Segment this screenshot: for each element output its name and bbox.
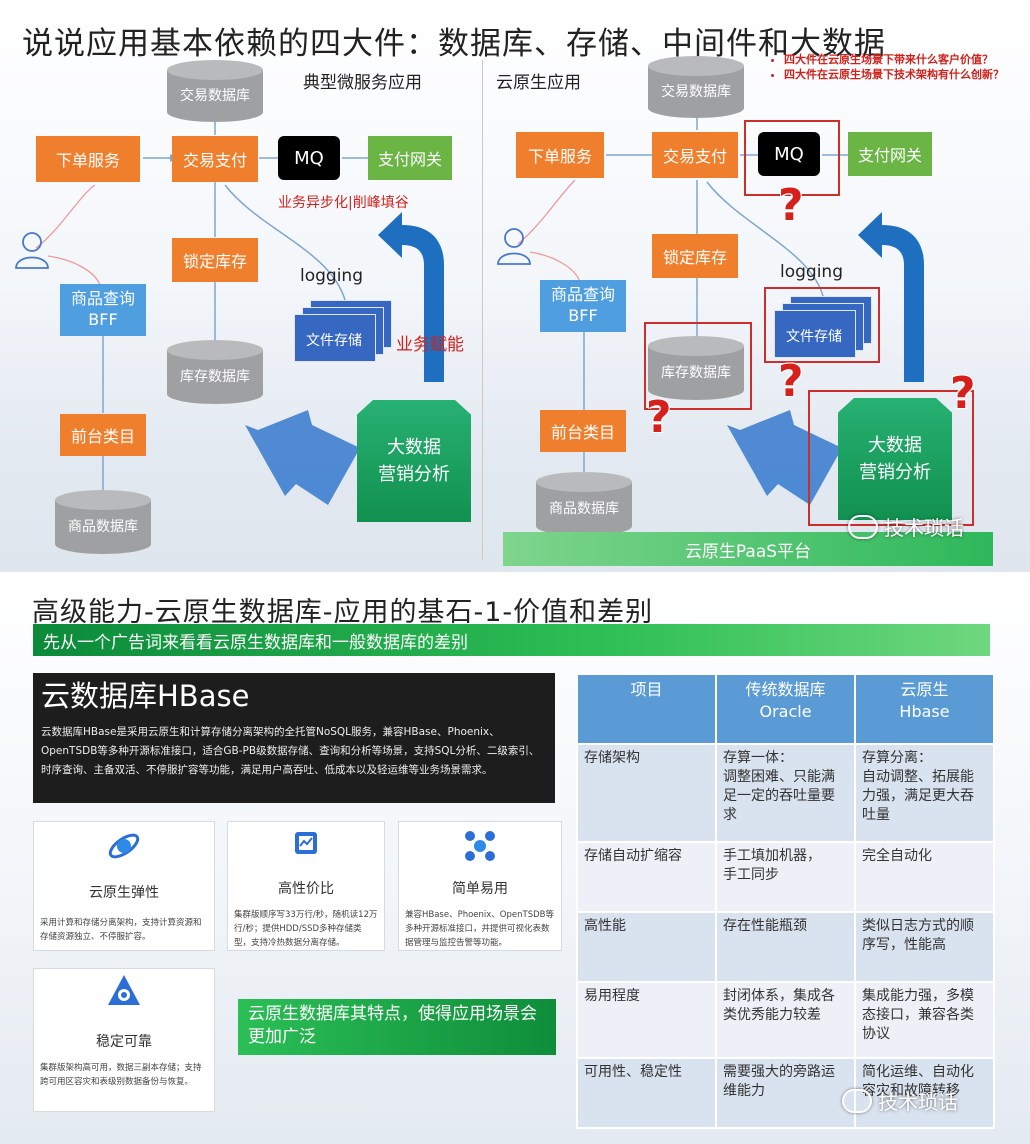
watermark: 技术琐话: [842, 1086, 958, 1115]
network-icon: [465, 831, 495, 861]
card-title: 云原生弹性: [89, 885, 159, 901]
file-storage-stack-right: 文件存储: [774, 296, 874, 358]
order-service-box-right: 下单服务: [516, 132, 604, 178]
question-list: 四大件在云原生场景下带来什么客户价值？ 四大件在云原生场景下技术架构有什么创新？: [770, 52, 1004, 82]
file-storage-highlight: [764, 287, 880, 363]
product-db: 商品数据库: [55, 490, 151, 554]
table-row: 易用程度 封闭体系，集成各类优秀能力较差 集成能力强，多模态接口，兼容各类协议: [576, 981, 995, 1059]
card-desc: 兼容HBase、Phoenix、OpenTSDB等多种开源标准接口，并提供可视化…: [405, 910, 554, 948]
logging-label: logging: [300, 266, 363, 286]
async-note: 业务异步化|削峰填谷: [278, 195, 409, 211]
feature-card: 稳定可靠 集群版架构高可用，数据三副本存储；支持跨可用区容灾和表级别数据备份与恢…: [33, 968, 215, 1112]
empower-label: 业务赋能: [396, 335, 464, 355]
right-subtitle: 云原生应用: [496, 73, 581, 93]
stock-db: 库存数据库: [167, 340, 263, 404]
table-header: 传统数据库 Oracle: [715, 673, 856, 745]
feature-card: 简单易用 兼容HBase、Phoenix、OpenTSDB等多种开源标准接口，并…: [398, 821, 562, 951]
mq-highlight: [744, 120, 840, 196]
lock-stock-box-right: 锁定库存: [652, 234, 738, 278]
wechat-icon: [842, 1088, 872, 1113]
question-mark: ?: [646, 392, 672, 443]
card-title: 简单易用: [452, 881, 508, 897]
question-item: 四大件在云原生场景下带来什么客户价值？: [784, 52, 1004, 67]
table-header: 项目: [576, 673, 717, 745]
mq-box-right: MQ: [758, 132, 820, 176]
lock-stock-box: 锁定库存: [172, 238, 258, 282]
left-subtitle: 典型微服务应用: [303, 73, 422, 93]
question-mark: ?: [778, 356, 804, 407]
trade-pay-box: 交易支付: [172, 136, 258, 182]
table-row: 高性能 存在性能瓶颈 类似日志方式的顺序写，性能高: [576, 911, 995, 983]
table-row: 存储架构 存算一体： 调整困难、只能满足一定的吞吐量要求 存算分离： 自动调整、…: [576, 743, 995, 843]
comparison-table: 项目 传统数据库 Oracle 云原生 Hbase 存储架构 存算一体： 调整困…: [576, 673, 995, 1129]
flow-connectors: [15, 114, 924, 505]
bigdata-box: 大数据 营销分析: [357, 400, 471, 522]
chip-icon: [295, 832, 317, 854]
table-header: 云原生 Hbase: [854, 673, 995, 745]
pay-gateway-box-right: 支付网关: [848, 132, 932, 176]
section-title: 高级能力-云原生数据库-应用的基石-1-价值和差别: [32, 597, 654, 628]
bigdata-highlight: [808, 390, 974, 526]
up-arrow: [378, 212, 444, 382]
banner: 先从一个广告词来看看云原生数据库和一般数据库的差别: [33, 624, 990, 656]
pay-gateway-box: 支付网关: [368, 136, 452, 180]
table-row: 可用性、稳定性 需要强大的旁路运维能力 简化运维、自动化容灾和故障转移: [576, 1057, 995, 1129]
trade-db-right: 交易数据库: [648, 56, 744, 118]
panel-divider: [482, 60, 483, 560]
order-service-box: 下单服务: [36, 136, 140, 182]
card-desc: 集群版顺序写33万行/秒，随机读12万行/秒；提供HDD/SSD多种存储类型，支…: [234, 910, 378, 948]
elastic-icon: [108, 833, 140, 859]
card-desc: 集群版架构高可用，数据三副本存储；支持跨可用区容灾和表级别数据备份与恢复。: [40, 1063, 202, 1087]
question-item: 四大件在云原生场景下技术架构有什么创新？: [784, 67, 1004, 82]
page-title: 说说应用基本依赖的四大件：数据库、存储、中间件和大数据: [22, 26, 886, 62]
wechat-icon: [848, 514, 878, 539]
product-bff-box: 商品查询 BFF: [60, 284, 146, 336]
stock-db-highlight: [644, 322, 752, 410]
trade-pay-box-right: 交易支付: [652, 132, 738, 178]
front-category-box: 前台类目: [60, 414, 146, 456]
feature-card: 云原生弹性 采用计算和存储分离架构，支持计算资源和存储资源独立、不停服扩容。: [33, 821, 215, 951]
user-icon: [15, 228, 531, 269]
feature-card: 高性价比 集群版顺序写33万行/秒，随机读12万行/秒；提供HDD/SSD多种存…: [227, 821, 385, 951]
feature-note: 云原生数据库其特点，使得应用场景会更加广泛: [238, 999, 556, 1055]
trade-db: 交易数据库: [167, 60, 263, 122]
hbase-title: 云数据库HBase: [41, 679, 250, 713]
product-db-right: 商品数据库: [536, 472, 632, 536]
card-title: 高性价比: [278, 881, 334, 897]
up-arrow: [858, 212, 924, 382]
hbase-desc: 云数据库HBase是采用云原生和计算存储分离架构的全托管NoSQL服务，兼容HB…: [41, 726, 540, 776]
front-category-box-right: 前台类目: [540, 410, 626, 452]
stock-db-right: 库存数据库: [648, 336, 744, 400]
card-title: 稳定可靠: [96, 1034, 152, 1050]
blue-arrow: [727, 410, 842, 505]
question-mark: ?: [778, 180, 804, 231]
logging-label-right: logging: [780, 262, 843, 282]
table-row: 存储自动扩缩容 手工填加机器， 手工同步 完全自动化: [576, 841, 995, 913]
watermark: 技术琐话: [848, 512, 964, 541]
file-storage-stack: 文件存储: [294, 300, 394, 362]
bigdata-box-right: 大数据 营销分析: [838, 398, 952, 520]
hbase-intro: 云数据库HBase 云数据库HBase是采用云原生和计算存储分离架构的全托管No…: [33, 673, 555, 803]
shield-icon: [108, 975, 140, 1005]
product-bff-box-right: 商品查询 BFF: [540, 280, 626, 332]
card-desc: 采用计算和存储分离架构，支持计算资源和存储资源独立、不停服扩容。: [40, 918, 202, 942]
paas-platform-bar: 云原生PaaS平台: [503, 532, 993, 566]
question-mark: ?: [950, 368, 976, 419]
architecture-panel: 说说应用基本依赖的四大件：数据库、存储、中间件和大数据: [0, 0, 1030, 572]
blue-arrow: [245, 410, 360, 505]
mq-box: MQ: [278, 136, 340, 180]
